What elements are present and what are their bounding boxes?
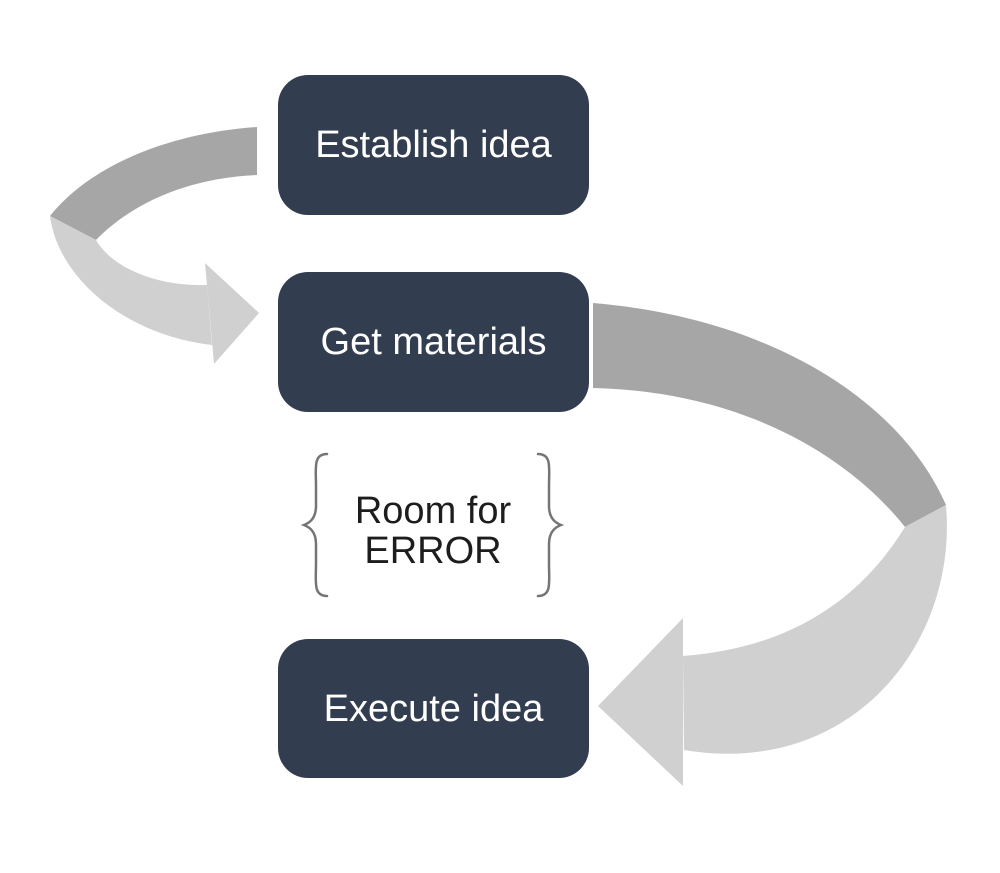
left-brace-icon — [300, 452, 329, 598]
curved-arrow-1-arrowhead-icon — [205, 263, 259, 364]
step-label: Get materials — [320, 321, 547, 363]
curved-arrow-2-light-segment — [683, 505, 947, 754]
step-label: Establish idea — [315, 124, 552, 166]
annotation-room-for-error: Room for ERROR — [283, 491, 583, 571]
step-box-execute-idea: Execute idea — [278, 639, 589, 778]
curved-arrow-1-light-segment — [50, 216, 212, 345]
annotation-line-1: Room for — [354, 490, 512, 532]
annotation-line-2: ERROR — [364, 530, 502, 572]
curved-arrow-establish-to-get — [50, 127, 259, 364]
step-label: Execute idea — [323, 687, 544, 730]
curved-arrow-1-dark-segment — [50, 127, 257, 240]
curved-arrow-get-to-execute — [593, 303, 947, 786]
curved-arrow-2-dark-segment — [593, 303, 946, 527]
curved-arrow-2-arrowhead-icon — [598, 618, 683, 786]
right-brace-icon — [536, 452, 565, 598]
step-box-get-materials: Get materials — [278, 272, 589, 412]
step-box-establish-idea: Establish idea — [278, 75, 589, 215]
